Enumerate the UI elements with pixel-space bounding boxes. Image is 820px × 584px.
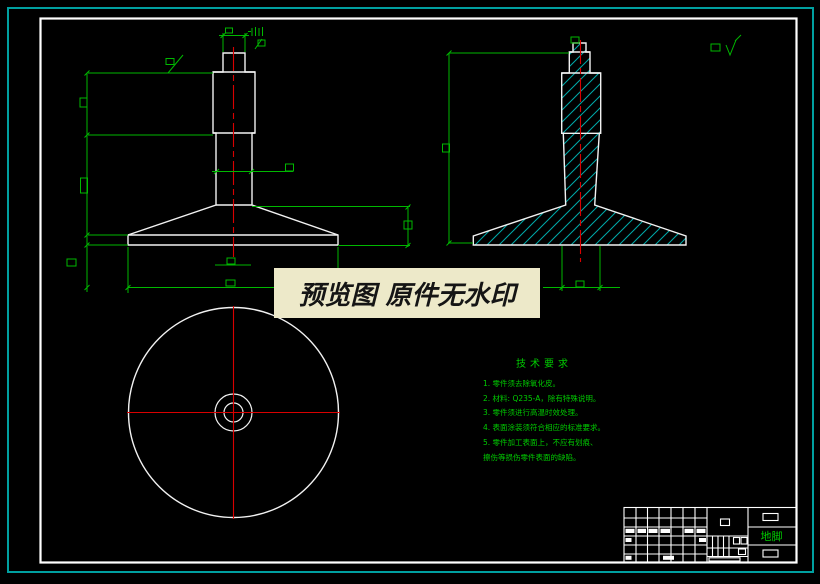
tech-requirement-line: 3. 零件须进行高温时效处理。 (483, 408, 583, 418)
dim-label (225, 27, 233, 34)
thread-callout-label (248, 27, 266, 50)
watermark-text: 预览图 原件无水印 (298, 280, 516, 311)
tech-requirement-line: 2. 材料: Q235-A，除有特殊说明。 (483, 393, 601, 403)
technical-requirements-lines: 1. 零件须去除氧化皮。 2. 材料: Q235-A，除有特殊说明。 3. 零件… (483, 377, 605, 465)
section-view (472, 42, 687, 246)
dim-label (80, 177, 88, 194)
section-view-dimensions (442, 34, 742, 291)
dim-label (66, 258, 77, 267)
title-block-part-name: 地脚 (761, 529, 783, 543)
surface-roughness-icon (710, 34, 742, 57)
title-block: 地脚 (623, 506, 798, 564)
dim-label (575, 280, 585, 288)
dim-label (225, 279, 236, 287)
surface-roughness-icon (165, 54, 184, 74)
inner-frame (39, 17, 798, 564)
front-view-dimensions (66, 27, 413, 293)
centerlines (127, 40, 582, 519)
outer-border (7, 7, 814, 573)
dim-label (403, 220, 413, 230)
tech-requirement-line: 1. 零件须去除氧化皮。 (483, 379, 561, 388)
tech-requirement-line: 5. 零件加工表面上，不应有划痕、 (483, 437, 598, 447)
dim-label (442, 143, 450, 153)
technical-requirements: 技术要求 1. 零件须去除氧化皮。 2. 材料: Q235-A，除有特殊说明。 … (483, 355, 605, 465)
watermark: 预览图 原件无水印 (274, 268, 540, 318)
technical-requirements-title: 技术要求 (516, 359, 573, 370)
dim-label (570, 36, 580, 44)
tech-requirement-line: 4. 表面涂装须符合相应的标准要求。 (483, 423, 606, 433)
tech-requirement-line: 擦伤等损伤零件表面的缺陷。 (483, 452, 581, 462)
dim-label (79, 97, 88, 108)
sheet-borders (7, 7, 814, 573)
dim-label (226, 257, 236, 265)
dim-label (285, 163, 294, 172)
